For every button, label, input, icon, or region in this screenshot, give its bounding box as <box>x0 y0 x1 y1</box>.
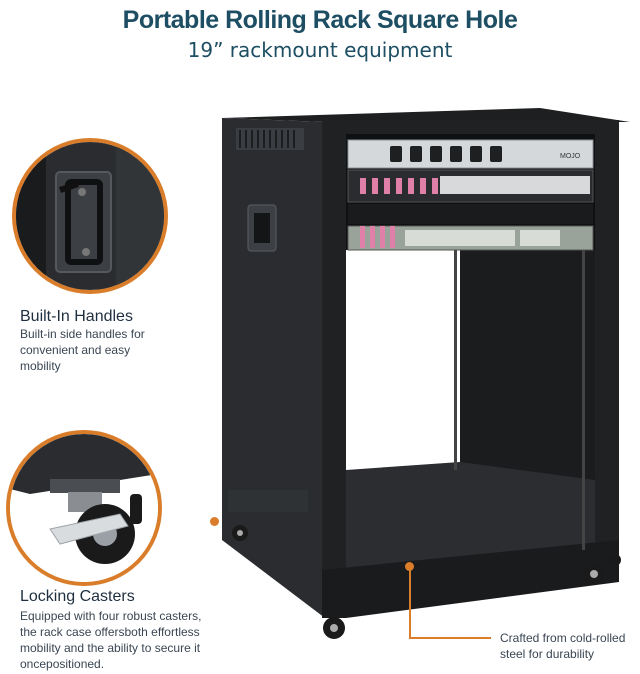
steel-callout-line-vertical <box>409 568 411 638</box>
steel-pointer-dot <box>405 562 414 571</box>
feature-desc-line: the rack case offersboth effortless <box>20 625 200 639</box>
feature-desc-line: Built-in side handles for <box>20 327 145 341</box>
handle-detail-circle <box>12 138 168 294</box>
pdu-brand-label: MOJO <box>560 153 581 160</box>
caster-pointer-dot <box>210 517 219 526</box>
feature-desc-line: convenient and easy <box>20 343 131 357</box>
steel-callout-text: Crafted from cold-rolled steel for durab… <box>500 630 635 662</box>
steel-callout-line: steel for durability <box>500 647 595 661</box>
feature-desc-line: mobility and the ability to secure it <box>20 641 201 655</box>
steel-callout-line-horizontal <box>409 637 491 639</box>
steel-callout-line: Crafted from cold-rolled <box>500 631 626 645</box>
feature-desc-line: mobility <box>20 359 61 373</box>
feature-title-casters: Locking Casters <box>20 588 135 605</box>
caster-closeup-image <box>10 434 158 582</box>
caster-detail-circle <box>6 430 162 586</box>
feature-desc-line: Equipped with four robust casters, <box>20 609 202 623</box>
feature-desc-casters: Equipped with four robust casters, the r… <box>20 608 260 672</box>
page-title: Portable Rolling Rack Square Hole <box>122 6 518 34</box>
handle-closeup-image <box>16 142 164 290</box>
rack-cabinet-image: MOJO <box>222 108 630 639</box>
feature-title-handles: Built-In Handles <box>20 308 133 325</box>
page-subtitle: 19” rackmount equipment <box>187 38 453 62</box>
feature-desc-line: oncepositioned. <box>20 657 105 671</box>
feature-desc-handles: Built-in side handles for convenient and… <box>20 326 190 374</box>
